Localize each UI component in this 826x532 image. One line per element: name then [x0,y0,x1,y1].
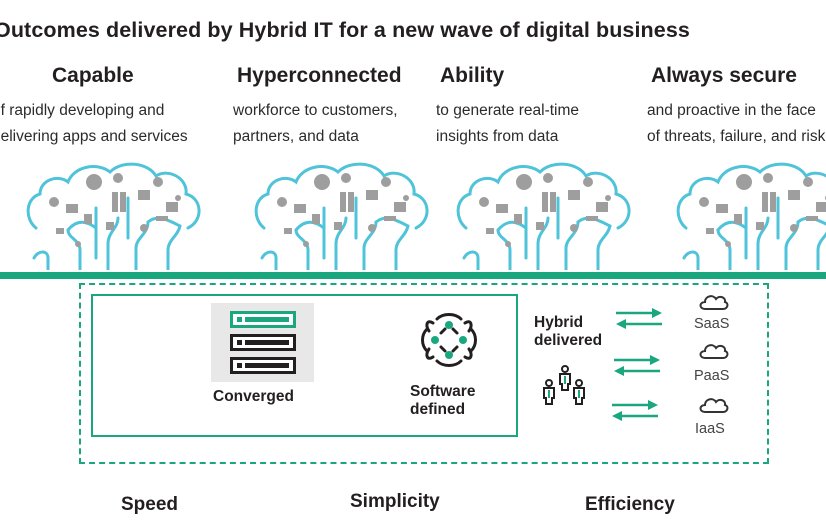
server-rack-icon [211,303,314,382]
software-defined-icon [421,313,477,367]
outcome-description: workforce to customers, partners, and da… [233,98,398,150]
software-defined-label: Software defined [410,383,475,419]
description-line: of threats, failure, and risk [647,128,826,145]
outcome-hyperconnected: Hyperconnected [237,64,402,88]
description-line: delivering apps and services [0,128,188,145]
outcome-description: to generate real-time insights from data [436,98,579,150]
label-line: defined [410,401,466,418]
description-line: to generate real-time [436,102,580,119]
service-label-saas: SaaS [694,316,730,332]
service-label-iaas: IaaS [695,421,725,437]
description-line: partners, and data [233,128,359,145]
infrastructure-box [91,294,518,437]
converged-label: Converged [213,388,294,405]
description-line: of rapidly developing and [0,102,165,119]
page-title: Outcomes delivered by Hybrid IT for a ne… [0,18,690,42]
brain-network-icon [676,162,826,270]
label-line: Hybrid [534,314,584,331]
description-line: workforce to customers, [233,102,398,119]
hybrid-it-container [79,283,769,464]
outcome-heading: Capable [52,64,134,87]
outcome-always-secure: Always secure [651,64,797,88]
brain-network-icon [254,162,429,270]
hybrid-delivered-label: Hybrid delivered [534,314,602,350]
outcome-heading: Ability [440,64,505,87]
outcome-heading: Always secure [651,64,797,87]
benefit-efficiency: Efficiency [585,494,675,515]
cloud-icon [699,398,729,413]
benefit-speed: Speed [121,494,179,515]
description-line: and proactive in the face [647,102,816,119]
outcome-description: and proactive in the face of threats, fa… [647,98,825,150]
outcome-ability: Ability [440,64,504,88]
label-line: delivered [534,332,603,349]
outcome-capable: Capable [52,64,134,88]
cloud-icon [699,295,729,310]
brain-network-icon [456,162,631,270]
divider-bar [0,272,826,279]
cloud-icon [699,344,729,359]
outcome-description: of rapidly developing and delivering app… [0,98,188,150]
people-group-icon [543,365,585,405]
label-line: Software [410,383,476,400]
brain-network-icon [26,162,201,270]
service-label-paas: PaaS [694,368,730,384]
description-line: insights from data [436,128,559,145]
bidirectional-arrows-icon [612,308,662,421]
benefit-simplicity: Simplicity [350,491,440,512]
outcome-heading: Hyperconnected [237,64,402,87]
